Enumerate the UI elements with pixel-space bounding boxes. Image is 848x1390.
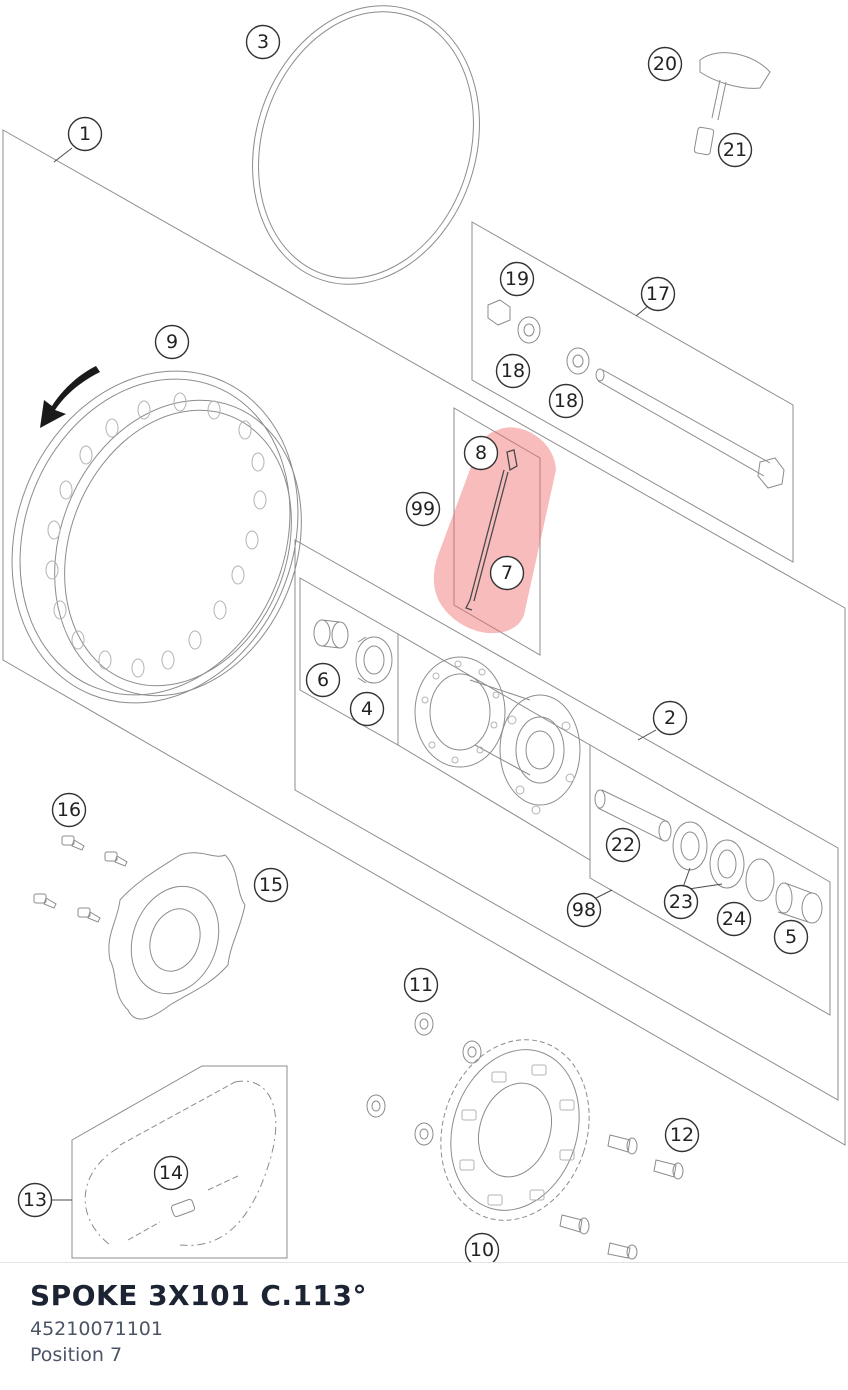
leader-lines: [52, 147, 723, 1201]
svg-text:3: 3: [257, 31, 269, 53]
svg-text:99: 99: [411, 498, 435, 520]
callout-20[interactable]: 20: [647, 46, 683, 82]
hub-part: [414, 656, 581, 815]
callout-98[interactable]: 98: [566, 892, 602, 928]
callout-5[interactable]: 5: [773, 919, 809, 955]
callout-19[interactable]: 19: [499, 261, 535, 297]
callout-12[interactable]: 12: [664, 1117, 700, 1153]
svg-text:18: 18: [501, 360, 525, 382]
svg-text:19: 19: [505, 268, 529, 290]
axle-parts: [487, 299, 785, 489]
svg-text:98: 98: [572, 899, 596, 921]
part-info-panel: SPOKE 3X101 C.113° 45210071101 Position …: [30, 1276, 830, 1368]
rotation-arrow-icon: [40, 366, 100, 428]
callout-15[interactable]: 15: [253, 867, 289, 903]
svg-text:16: 16: [57, 799, 81, 821]
callout-6[interactable]: 6: [305, 662, 341, 698]
wheel-assembly-frame: [2, 129, 846, 1146]
callout-14[interactable]: 14: [153, 1155, 189, 1191]
callout-24[interactable]: 24: [716, 901, 752, 937]
svg-text:5: 5: [785, 926, 797, 948]
part-position: Position 7: [30, 1344, 123, 1366]
callout-99[interactable]: 99: [405, 491, 441, 527]
svg-text:17: 17: [646, 283, 670, 305]
hub-inner-frame: [397, 633, 591, 861]
svg-text:2: 2: [664, 707, 676, 729]
part-number: 45210071101: [30, 1318, 163, 1340]
divider: [0, 1262, 848, 1263]
callout-7[interactable]: 7: [489, 555, 525, 591]
svg-text:24: 24: [722, 908, 746, 930]
svg-text:22: 22: [611, 834, 635, 856]
svg-text:4: 4: [361, 698, 373, 720]
callout-11[interactable]: 11: [403, 967, 439, 1003]
sprocket-bolts: [559, 1134, 684, 1260]
callout-3[interactable]: 3: [245, 24, 281, 60]
callout-18a[interactable]: 18: [495, 353, 531, 389]
svg-text:7: 7: [501, 562, 513, 584]
callout-2[interactable]: 2: [652, 700, 688, 736]
bearing-kit-frame: [589, 744, 831, 1016]
svg-text:11: 11: [409, 974, 433, 996]
valve-parts: [693, 52, 771, 156]
callout-18b[interactable]: 18: [548, 383, 584, 419]
callout-21[interactable]: 21: [717, 132, 753, 168]
callout-10[interactable]: 10: [464, 1232, 500, 1263]
svg-text:23: 23: [669, 891, 693, 913]
disc-bolts: [33, 835, 128, 923]
left-bearing-parts: [313, 619, 393, 684]
callout-4[interactable]: 4: [349, 691, 385, 727]
chain-frame: [71, 1065, 288, 1259]
svg-text:12: 12: [670, 1124, 694, 1146]
spoke-frame: [453, 407, 541, 656]
svg-text:21: 21: [723, 139, 747, 161]
axle-frame: [471, 221, 794, 563]
svg-text:9: 9: [166, 331, 178, 353]
callout-9[interactable]: 9: [154, 324, 190, 360]
rim: [11, 370, 302, 704]
part-name: SPOKE 3X101 C.113°: [30, 1279, 367, 1312]
svg-text:10: 10: [470, 1239, 494, 1261]
callout-1[interactable]: 1: [67, 116, 103, 152]
chain: [84, 1080, 277, 1246]
brake-disc: [108, 852, 246, 1020]
svg-text:18: 18: [554, 390, 578, 412]
hub-assembly-frame: [294, 539, 839, 1101]
svg-text:15: 15: [259, 874, 283, 896]
svg-text:8: 8: [475, 442, 487, 464]
sprocket-nuts: [366, 1012, 482, 1146]
svg-text:1: 1: [79, 123, 91, 145]
spoke-highlight[interactable]: [433, 427, 556, 634]
spoke-part: [465, 449, 518, 611]
svg-text:6: 6: [317, 669, 329, 691]
callout-22[interactable]: 22: [605, 827, 641, 863]
callout-23[interactable]: 23: [663, 884, 699, 920]
callout-16[interactable]: 16: [51, 792, 87, 828]
left-bearing-frame: [299, 577, 399, 746]
svg-text:20: 20: [653, 53, 677, 75]
rim-tape: [252, 5, 480, 285]
svg-text:14: 14: [159, 1162, 183, 1184]
callout-17[interactable]: 17: [640, 276, 676, 312]
right-bearing-parts: [594, 789, 823, 924]
svg-text:13: 13: [23, 1189, 47, 1211]
sprocket: [440, 1039, 590, 1221]
callout-13[interactable]: 13: [17, 1182, 53, 1218]
callout-8[interactable]: 8: [463, 435, 499, 471]
exploded-parts-diagram[interactable]: 1 2 3 4 5 6 7 8 9 10 11 12 13 14 15 16 1…: [0, 0, 848, 1262]
